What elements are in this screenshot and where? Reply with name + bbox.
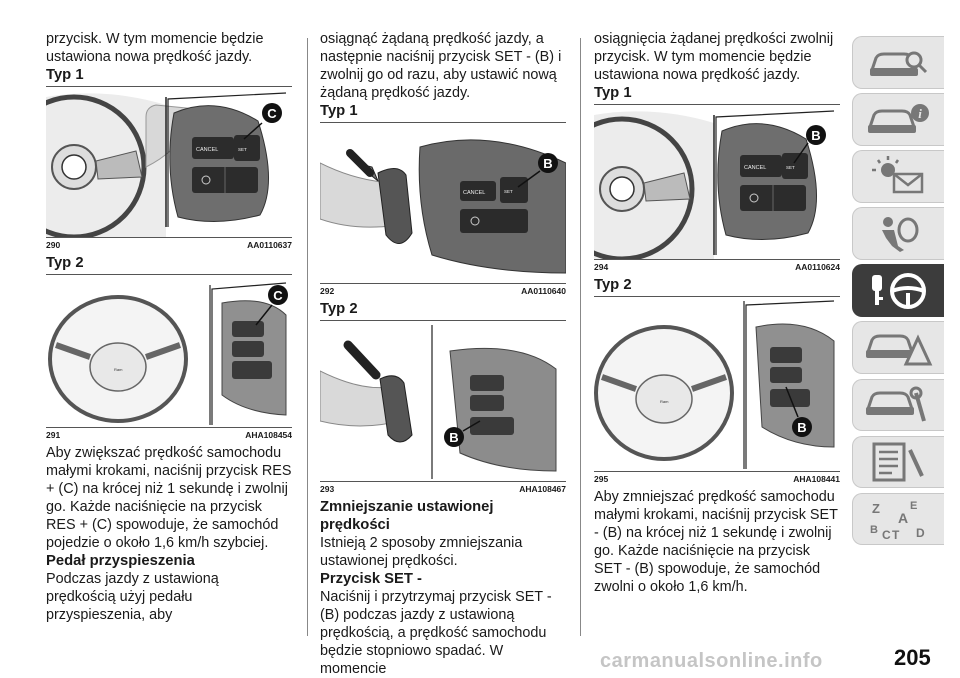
alphabet-index-icon: Z E A B C T D (870, 500, 925, 541)
car-wrench-icon (865, 386, 926, 422)
heading-type1: Typ 1 (320, 103, 358, 119)
callout-b: B (449, 430, 458, 445)
airbag-passenger-icon (881, 216, 918, 252)
chapter-tab-technical-data[interactable] (852, 435, 944, 489)
index-letter: E (910, 500, 917, 512)
figure-caption: 290 AA0110637 (46, 239, 292, 251)
steering-wheel-type1-illustration: CANCEL SET C (46, 92, 287, 237)
chapter-tab-warning-lights[interactable] (852, 150, 944, 203)
paragraph-ways: Istnieją 2 sposoby zmniejszania ustawion… (320, 535, 523, 569)
cancel-label: CANCEL (744, 165, 766, 171)
figure-294: CANCEL SET B (594, 104, 840, 260)
paragraph-decrease: Aby zmniejszać prędkość samochodu małymi… (594, 489, 838, 595)
chapter-tab-index[interactable]: Z E A B C T D (852, 492, 944, 546)
chapter-tab-maintenance[interactable] (852, 378, 944, 432)
index-letter: D (916, 526, 925, 540)
steering-wheel-type1-illustration: CANCEL SET B (594, 110, 835, 259)
heading-type2: Typ 2 (594, 277, 632, 293)
figure-caption: 295 AHA108441 (594, 473, 840, 485)
figure-code: AHA108441 (793, 474, 840, 484)
column-2: osiągnąć żądaną prędkość jazdy, a następ… (320, 30, 566, 678)
watermark: carmanualsonline.info (600, 650, 823, 672)
figure-number: 295 (594, 474, 609, 484)
checklist-tools-icon (872, 442, 924, 482)
paragraph-continue: osiągnąć żądaną prędkość jazdy, a następ… (320, 31, 562, 101)
figure-291: Ram C (46, 274, 292, 428)
steering-wheel-type2-illustration: Ram B (594, 300, 835, 469)
chapter-tab-car-info[interactable]: i (852, 93, 944, 146)
figure-code: AHA108454 (245, 430, 292, 440)
figure-number: 293 (320, 484, 335, 494)
set-label: SET (238, 147, 247, 152)
column-separator (580, 38, 581, 636)
figure-number: 290 (46, 240, 61, 250)
heading-type2: Typ 2 (46, 255, 84, 271)
heading-reduce-speed: Zmniejszanie ustawionej prędkości (320, 499, 494, 533)
heading-type1: Typ 1 (594, 85, 632, 101)
set-label: SET (786, 165, 795, 170)
figure-293: B (320, 320, 566, 482)
chapter-tab-dashboard[interactable] (852, 36, 944, 89)
figure-code: AA0110637 (247, 240, 292, 250)
callout-c: C (273, 288, 283, 303)
column-3: osiągnięcia żądanej prędkości zwolnij pr… (594, 30, 840, 596)
heading-type2: Typ 2 (320, 301, 358, 317)
car-info-icon: i (867, 104, 929, 134)
index-letter: T (892, 528, 900, 541)
cruise-control-switch-type2-illustration: B (320, 325, 557, 479)
cruise-control-switch-illustration: CANCEL SET B (320, 139, 566, 274)
column-separator (307, 38, 308, 636)
figure-number: 291 (46, 430, 61, 440)
warning-light-envelope-icon (871, 156, 923, 194)
index-letter: C (882, 528, 891, 541)
svg-text:Ram: Ram (660, 399, 669, 404)
figure-295: Ram B (594, 296, 840, 472)
page-number: 205 (894, 645, 931, 670)
paragraph-pedal: Podczas jazdy z ustawioną prędkością uży… (46, 571, 219, 623)
paragraph-continue: osiągnięcia żądanej prędkości zwolnij pr… (594, 31, 834, 83)
callout-b: B (811, 128, 820, 143)
car-warning-triangle-icon (865, 334, 932, 366)
paragraph-increase: Aby zwiększać prędkość samochodu małymi … (46, 445, 292, 551)
heading-type1: Typ 1 (46, 67, 84, 83)
figure-number: 292 (320, 286, 335, 296)
heading-set-button: Przycisk SET - (320, 571, 422, 587)
svg-text:i: i (918, 106, 922, 121)
chapter-sidebar: i (852, 36, 944, 550)
car-magnifier-icon (869, 51, 927, 77)
heading-pedal: Pedał przyspieszenia (46, 553, 195, 569)
figure-290: CANCEL SET C (46, 86, 292, 238)
paragraph-set: Naciśnij i przytrzymaj przycisk SET - (B… (320, 589, 552, 677)
figure-caption: 294 AA0110624 (594, 261, 840, 273)
column-1: przycisk. W tym momencie będzie ustawion… (46, 30, 292, 624)
paragraph-intro: przycisk. W tym momencie będzie ustawion… (46, 31, 264, 65)
figure-caption: 293 AHA108467 (320, 483, 566, 495)
set-label: SET (504, 189, 513, 194)
cancel-label: CANCEL (196, 147, 218, 153)
chapter-tab-starting-driving[interactable] (852, 264, 944, 317)
figure-code: AA0110640 (521, 286, 566, 296)
callout-b: B (797, 420, 806, 435)
cancel-label: CANCEL (463, 190, 485, 196)
figure-number: 294 (594, 262, 609, 272)
index-letter: A (898, 510, 908, 526)
svg-text:Ram: Ram (114, 367, 123, 372)
figure-code: AA0110624 (795, 262, 840, 272)
callout-b: B (543, 156, 552, 171)
chapter-tab-emergency[interactable] (852, 321, 944, 374)
key-steering-wheel-icon (871, 272, 926, 309)
index-letter: B (870, 524, 878, 536)
figure-292: CANCEL SET B (320, 122, 566, 284)
callout-c: C (267, 106, 277, 121)
chapter-tab-safety[interactable] (852, 207, 944, 260)
index-letter: Z (872, 501, 880, 516)
steering-wheel-type2-illustration: Ram C (48, 282, 288, 425)
figure-code: AHA108467 (519, 484, 566, 494)
figure-caption: 292 AA0110640 (320, 285, 566, 297)
figure-caption: 291 AHA108454 (46, 429, 292, 441)
